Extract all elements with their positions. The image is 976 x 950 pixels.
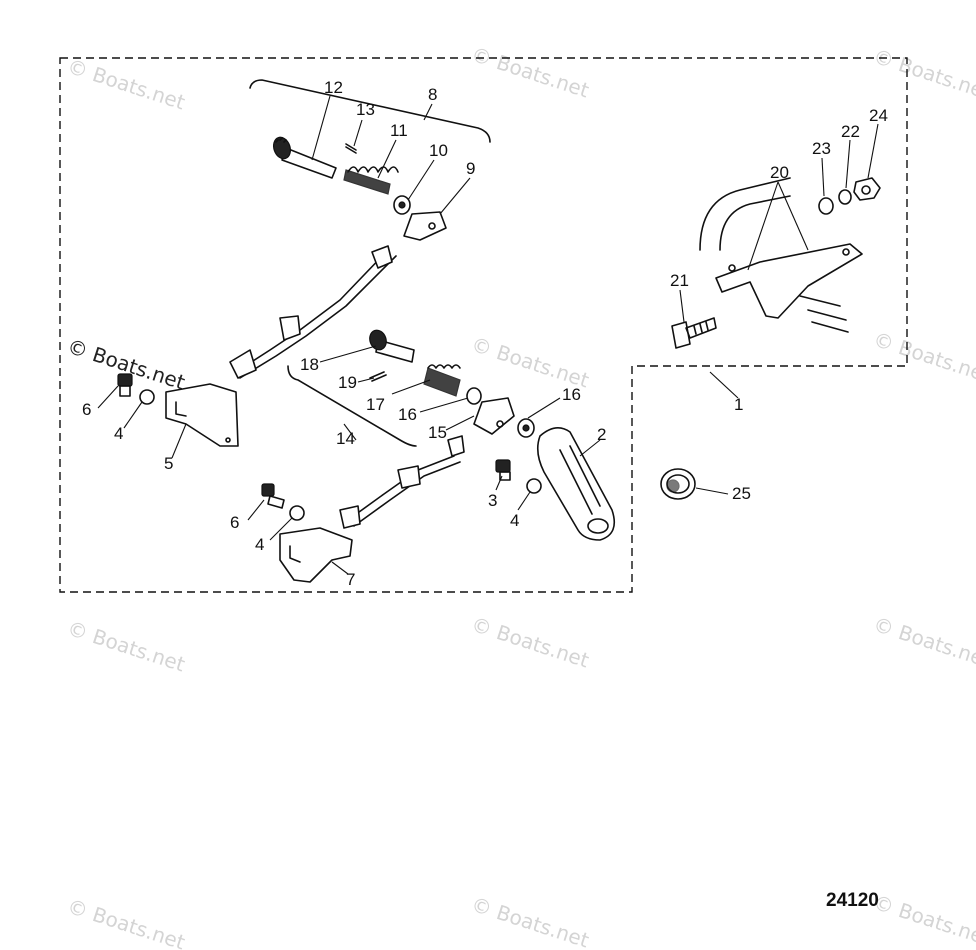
- callout-3: 3: [488, 491, 497, 510]
- part-4-washer-mid: [526, 478, 542, 494]
- watermark: © Boats.net: [64, 894, 188, 950]
- part-6-screw-lower: [261, 483, 285, 509]
- callout-9: 9: [466, 159, 475, 178]
- part-7-bracket: [279, 527, 353, 583]
- callout-16-b: 16: [562, 385, 581, 404]
- callout-6-upper: 6: [82, 400, 91, 419]
- watermark: © Boats.net: [468, 892, 592, 950]
- callout-25: 25: [732, 484, 751, 503]
- part-25-grommet: [660, 468, 696, 500]
- part-18-knurled-pin: [369, 329, 415, 363]
- callout-12: 12: [324, 78, 343, 97]
- part-4-washer-upper: [139, 389, 155, 405]
- callout-19: 19: [338, 373, 357, 392]
- callout-6-lower: 6: [230, 513, 239, 532]
- part-20-bracket: [699, 177, 863, 333]
- part-2-lever: [536, 427, 616, 541]
- watermark-layer: © Boats.net © Boats.net © Boats.net © Bo…: [64, 42, 976, 950]
- callout-15: 15: [428, 423, 447, 442]
- callout-4-upper: 4: [114, 424, 123, 443]
- callout-4-lower: 4: [255, 535, 264, 554]
- part-16-washer-a: [466, 387, 482, 405]
- callout-10: 10: [429, 141, 448, 160]
- part-15-clevis: [473, 397, 515, 435]
- lower-cable: [339, 435, 465, 529]
- callout-4-mid: 4: [510, 511, 519, 530]
- part-23-washer: [818, 197, 834, 215]
- callout-5: 5: [164, 454, 173, 473]
- watermark: © Boats.net: [468, 332, 592, 393]
- part-9-clevis: [403, 211, 447, 241]
- callout-22: 22: [841, 122, 860, 141]
- part-12-knurled-pin: [272, 136, 337, 179]
- callout-24: 24: [869, 106, 888, 125]
- part-17-spring: [423, 364, 461, 397]
- callout-14: 14: [336, 429, 355, 448]
- callout-labels: 12 13 8 11 10 9 18 19 17 16 15 16 2 14 3…: [82, 78, 888, 589]
- part-5-bracket: [165, 383, 239, 447]
- part-21-bolt: [671, 317, 717, 349]
- watermark: © Boats.net: [64, 616, 188, 677]
- leader-lines: [97, 95, 879, 575]
- part-13-cotter-pin: [345, 143, 357, 154]
- watermark: © Boats.net: [870, 890, 976, 950]
- callout-11: 11: [390, 121, 408, 140]
- part-19-cotter-pin: [369, 371, 387, 382]
- watermark: © Boats.net: [870, 327, 976, 388]
- callout-1: 1: [734, 395, 743, 414]
- callout-20: 20: [770, 163, 789, 182]
- bracket-8: [249, 79, 491, 143]
- callout-23: 23: [812, 139, 831, 158]
- callout-21: 21: [670, 271, 689, 290]
- callout-17: 17: [366, 395, 385, 414]
- kit-boundary: [59, 57, 908, 593]
- watermark: © Boats.net: [870, 612, 976, 673]
- part-3-screw: [495, 459, 511, 481]
- part-11-spring: [343, 166, 399, 195]
- callout-18: 18: [300, 355, 319, 374]
- callout-2: 2: [597, 425, 606, 444]
- watermark: © Boats.net: [64, 54, 188, 115]
- watermark: © Boats.net: [468, 42, 592, 103]
- bracket-14: [287, 365, 417, 447]
- upper-cable: [229, 245, 397, 379]
- callout-7: 7: [346, 570, 355, 589]
- part-6-screw-upper: [117, 373, 133, 397]
- watermark: © Boats.net: [870, 44, 976, 105]
- part-24-nut: [853, 177, 881, 201]
- watermark: © Boats.net: [468, 612, 592, 673]
- callout-13: 13: [356, 100, 375, 119]
- part-4-washer-lower: [289, 505, 305, 521]
- callout-8: 8: [428, 85, 437, 104]
- callout-16-a: 16: [398, 405, 417, 424]
- part-22-lockwasher: [838, 189, 852, 205]
- document-number: 24120: [826, 890, 879, 911]
